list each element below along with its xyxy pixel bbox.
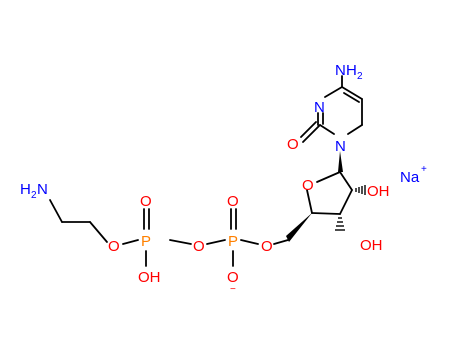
bond-c1prime-c2prime	[339, 171, 353, 191]
bond-c2prime-oh-hash	[355, 185, 366, 195]
bond-c2-n1	[319, 124, 335, 135]
bond-c4prime-c5prime-wedge	[286, 213, 312, 242]
label-p-beta-oh: OH	[138, 269, 161, 286]
label-o5prime: O	[261, 238, 273, 255]
bond-c4-c5-double	[343, 92, 360, 103]
label-nh2-h: H	[346, 62, 357, 79]
label-ring-n1: N	[335, 138, 346, 155]
label-amine-n: N	[37, 181, 48, 198]
bond-o5prime-palpha	[240, 239, 259, 245]
label-sodium-charge: +	[421, 164, 427, 175]
label-p-alpha-oxo: O	[227, 193, 239, 210]
bond-c4-n3	[324, 86, 343, 98]
bond-c2-o-2	[300, 121, 317, 138]
label-ribose-ring-oxygen: O	[302, 177, 314, 194]
label-p-beta: P	[141, 233, 151, 250]
label-nh2-n: N	[335, 62, 346, 79]
bond-ester-o-ch2	[89, 221, 108, 243]
bond-c4prime-ring-o	[306, 189, 313, 214]
label-ring-n3: N	[314, 99, 325, 116]
label-ominus-charge: −	[230, 284, 236, 295]
bond-palpha-bridge-o	[206, 239, 226, 245]
label-bridge-oxygen: O	[193, 238, 205, 255]
label-sodium: Na	[400, 169, 420, 186]
bond-c2-o-1	[302, 124, 321, 143]
label-oh-2prime: OH	[367, 183, 390, 200]
bond-c5prime-o5prime	[273, 239, 289, 245]
label-p-alpha-ominus: O	[227, 269, 239, 286]
bond-c6-n1	[347, 124, 363, 135]
bond-n1-c1prime-wedge	[338, 151, 343, 172]
bond-c3prime-oh-hash	[335, 217, 345, 231]
bond-pbeta-ester-o	[122, 239, 139, 245]
label-p-beta-oxo: O	[140, 193, 152, 210]
bonds	[49, 75, 366, 267]
bond-c4-c5	[341, 86, 363, 100]
label-amine-subscript: 2	[31, 190, 37, 201]
label-c2-oxygen: O	[287, 136, 299, 153]
bond-ch2-nh2	[49, 199, 63, 223]
label-p-alpha: P	[228, 233, 238, 250]
label-oh-3prime: OH	[360, 237, 383, 254]
bond-c1prime-ring-o	[316, 171, 341, 183]
label-amine-h: H	[20, 181, 31, 198]
label-ester-oxygen: O	[108, 238, 120, 255]
bond-c2prime-c3prime	[339, 189, 353, 215]
bond-bridge-o-pbeta	[169, 239, 192, 245]
bond-c3prime-c4prime	[311, 212, 341, 215]
label-nh2-subscript: 2	[357, 71, 363, 82]
atom-labels: N H 2 N N O Na + OH OH O O P O O − O P O…	[20, 62, 427, 295]
